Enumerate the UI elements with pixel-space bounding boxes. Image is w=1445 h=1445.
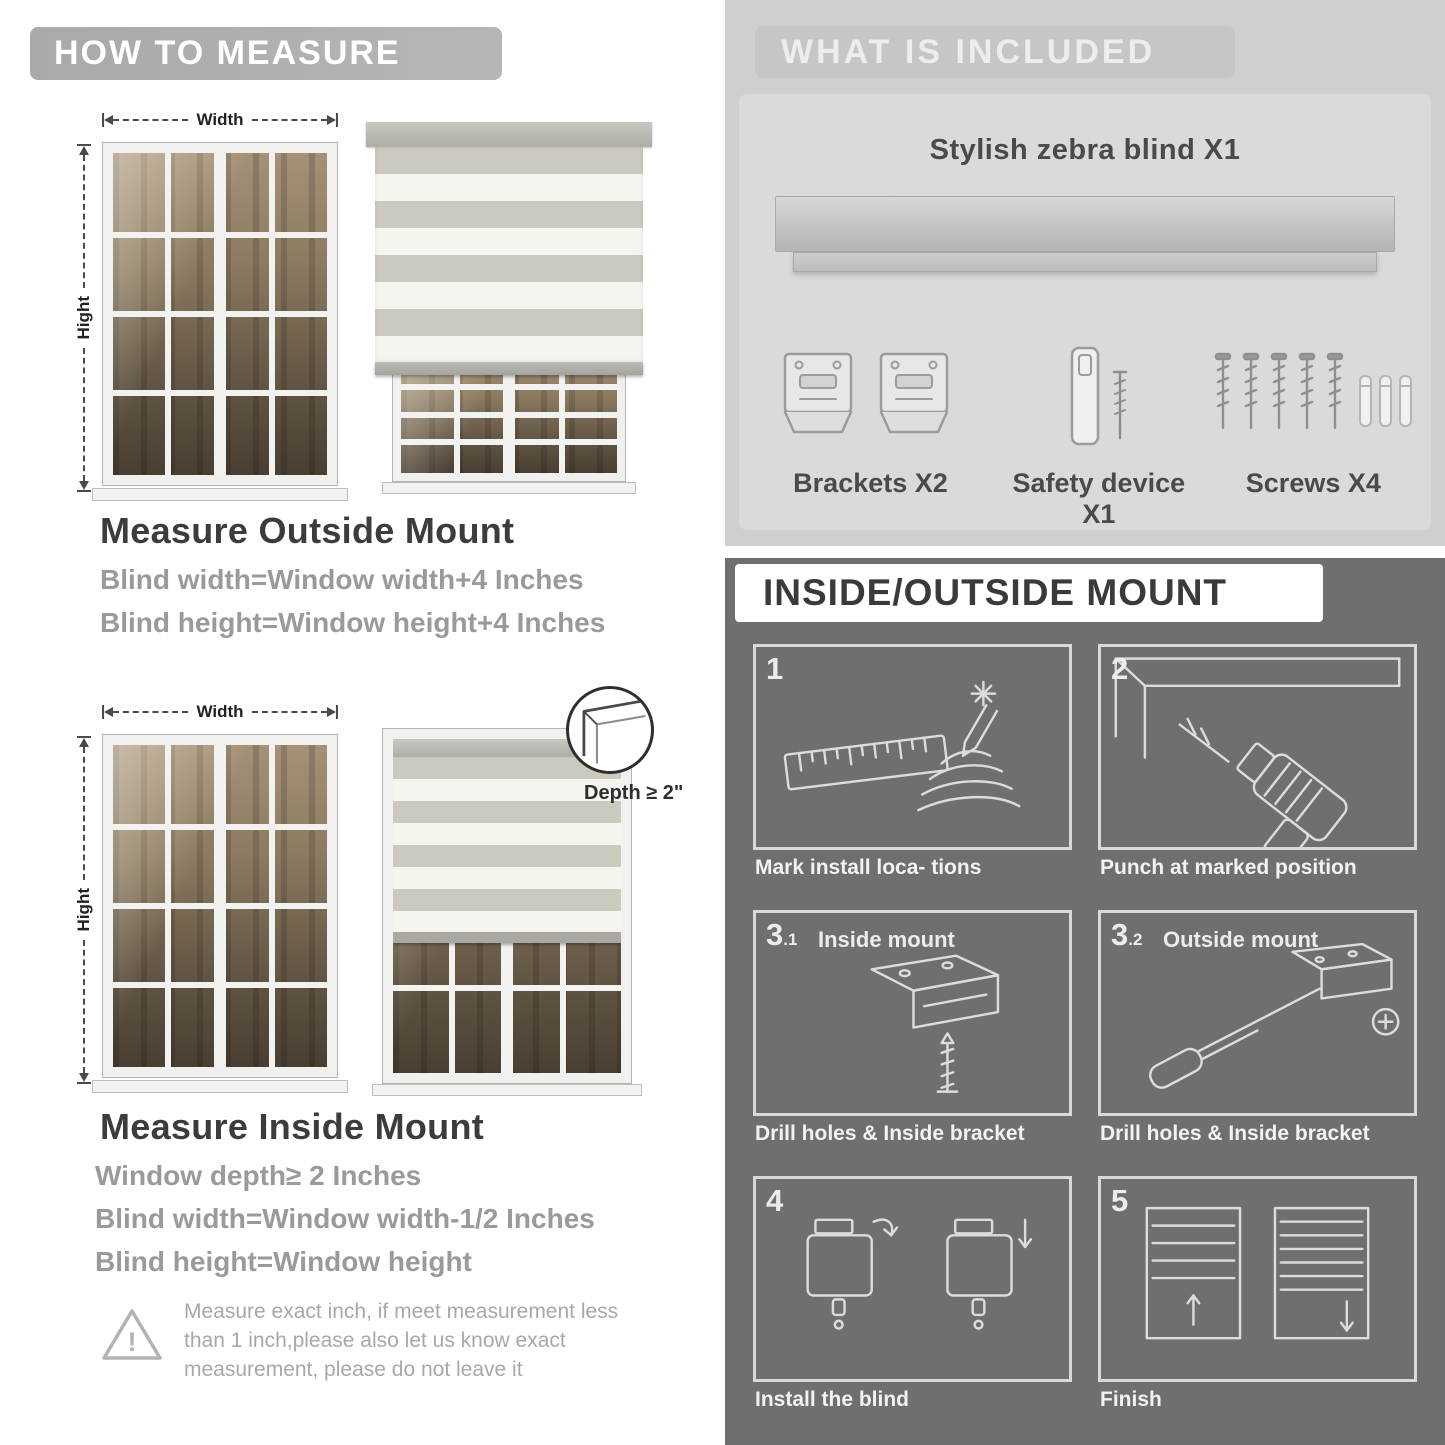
inside-mount-bracket-art	[870, 954, 1000, 1093]
zebra-blind-valance	[793, 252, 1377, 272]
zebra-blind-label: Stylish zebra blind X1	[929, 134, 1241, 166]
outside-mount-bracket-art	[1149, 942, 1400, 1089]
formula-line: Blind height=Window height	[95, 1246, 472, 1277]
mount-banner: INSIDE/OUTSIDE MOUNT	[735, 564, 1323, 622]
mark-locations-art	[783, 680, 1021, 812]
formula-line: Blind width=Window width+4 Inches	[100, 564, 584, 595]
step-3-1: 3.1 Inside mount Drill holes & In	[753, 910, 1072, 1166]
width-dimension-arrow: Width	[102, 110, 338, 130]
note-text: Measure exact inch, if meet measurement …	[184, 1300, 619, 1381]
brackets-icon	[784, 352, 949, 434]
depth-detail-circle	[566, 686, 654, 774]
parts-row	[739, 330, 1431, 454]
zebra-blind-inside-illustration	[382, 728, 632, 1084]
step-number: 3.2	[1111, 917, 1143, 952]
blind-cassette	[393, 739, 621, 757]
window-illustration-outside: Width Hight	[72, 108, 362, 506]
step-2: 2	[1098, 644, 1417, 900]
screws-label: Screws X4	[1245, 468, 1381, 498]
step-caption: Finish	[1100, 1388, 1162, 1411]
window-grid	[113, 153, 327, 475]
screws-icon	[1215, 352, 1413, 430]
height-label: Hight	[74, 888, 93, 932]
finish-art	[1145, 1206, 1370, 1340]
step-number: 3.1	[766, 917, 798, 952]
blind-stripes	[375, 147, 643, 362]
how-to-measure-panel: HOW TO MEASURE Width Hight	[0, 0, 712, 1445]
inside-mount-formulas: Window depth≥ 2 Inches Blind width=Windo…	[95, 1160, 595, 1289]
window-sill	[382, 482, 636, 494]
step-inline-label: Outside mount	[1163, 927, 1319, 952]
how-to-measure-title: HOW TO MEASURE	[54, 34, 401, 72]
parts-labels: Brackets X2 Safety device X1 Screws X4	[739, 468, 1431, 530]
how-to-measure-banner: HOW TO MEASURE	[30, 27, 502, 80]
step-number: 1	[766, 651, 784, 686]
formula-line: Blind width=Window width-1/2 Inches	[95, 1203, 595, 1234]
step-caption: Install the blind	[755, 1388, 910, 1411]
window-photo	[113, 153, 327, 475]
window-sill	[92, 1080, 348, 1093]
window-frame	[102, 142, 338, 486]
what-is-included-panel: WHAT IS INCLUDED Stylish zebra blind X1	[725, 0, 1445, 546]
window-sill	[92, 488, 348, 501]
step-5: 5	[1098, 1176, 1417, 1432]
measure-note: ! Measure exact inch, if meet measuremen…	[100, 1298, 640, 1385]
step-inline-label: Inside mount	[818, 927, 955, 952]
outside-mount-figure: Width Hight	[0, 108, 712, 508]
step-caption: Punch at marked position	[1100, 856, 1357, 879]
step-1: 1	[753, 644, 1072, 900]
outside-mount-title: Measure Outside Mount	[100, 510, 515, 551]
height-dimension-arrow: Hight	[74, 736, 94, 1084]
window-corner-detail	[582, 699, 646, 764]
blind-bottom-rail	[375, 362, 643, 375]
safety-device-label: Safety device X1	[1012, 468, 1186, 529]
height-label: Hight	[74, 296, 93, 340]
safety-device-icon	[1070, 346, 1128, 446]
formula-line: Window depth≥ 2 Inches	[95, 1160, 422, 1191]
inside-mount-title: Measure Inside Mount	[100, 1106, 485, 1147]
drill-position-art	[1114, 657, 1401, 847]
width-label: Width	[196, 702, 244, 721]
included-card: Stylish zebra blind X1	[739, 94, 1431, 530]
depth-label: Depth ≥ 2"	[584, 782, 684, 804]
mount-title: INSIDE/OUTSIDE MOUNT	[763, 572, 1228, 613]
height-dimension-arrow: Hight	[74, 144, 94, 492]
warning-icon: !	[102, 1309, 162, 1360]
install-blind-art	[806, 1218, 1033, 1330]
blind-bottom-rail	[393, 932, 621, 943]
window-frame	[102, 734, 338, 1078]
window-illustration-inside: Width Hight	[72, 700, 362, 1098]
step-caption: Mark install loca- tions	[755, 856, 982, 879]
step-caption: Drill holes & Inside bracket	[1100, 1122, 1370, 1145]
zebra-blind-outside-illustration	[366, 122, 652, 500]
outside-mount-formulas: Blind width=Window width+4 Inches Blind …	[100, 564, 605, 650]
what-is-included-title: WHAT IS INCLUDED	[781, 32, 1156, 71]
brackets-label: Brackets X2	[793, 468, 948, 498]
step-3-2: 3.2 Outside mount Dri	[1098, 910, 1417, 1166]
step-number: 5	[1111, 1183, 1129, 1218]
inside-mount-figure: Width Hight	[0, 686, 712, 1102]
step-number: 2	[1111, 651, 1129, 686]
mount-steps-grid: 1	[753, 644, 1417, 1432]
width-label: Width	[196, 110, 244, 129]
width-dimension-arrow: Width	[102, 702, 338, 722]
warning-exclamation: !	[128, 1327, 137, 1357]
step-number: 4	[766, 1183, 784, 1218]
blind-stripes	[393, 757, 621, 932]
step-4: 4	[753, 1176, 1072, 1432]
blind-cassette	[366, 122, 652, 147]
inside-outside-mount-panel: INSIDE/OUTSIDE MOUNT 1	[725, 558, 1445, 1445]
zebra-blind-product	[775, 196, 1395, 252]
formula-line: Blind height=Window height+4 Inches	[100, 607, 606, 638]
what-is-included-banner: WHAT IS INCLUDED	[755, 26, 1235, 78]
step-caption: Drill holes & Inside bracket	[755, 1122, 1025, 1145]
window-sill	[372, 1084, 642, 1096]
